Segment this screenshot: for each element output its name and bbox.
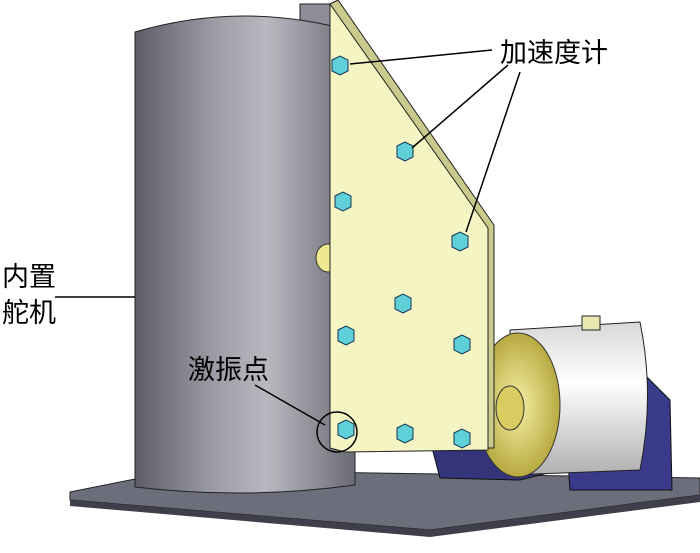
- bolt: [396, 423, 414, 444]
- motor-top-cylinder: [581, 315, 601, 331]
- mounting-plate: [329, 2, 489, 453]
- servo-label-line1: 内置: [2, 262, 56, 293]
- bolt: [453, 428, 471, 449]
- leader-lines: [55, 49, 521, 426]
- bolt: [337, 325, 355, 346]
- bolt: [394, 293, 412, 314]
- excitation-point-label: 激振点: [188, 355, 269, 386]
- bolt: [451, 231, 469, 252]
- accelerometer-label: 加速度计: [500, 38, 608, 69]
- motor-hub: [495, 385, 525, 431]
- bolt: [337, 419, 355, 440]
- bolt: [396, 141, 414, 162]
- servo-label-line2: 舵机: [2, 298, 56, 329]
- bolt: [453, 334, 471, 355]
- bolt: [331, 55, 349, 76]
- bolt: [334, 191, 352, 212]
- base-plate-edge: [70, 495, 700, 537]
- bolts: [331, 55, 471, 449]
- excitation-point-marker: [316, 411, 358, 453]
